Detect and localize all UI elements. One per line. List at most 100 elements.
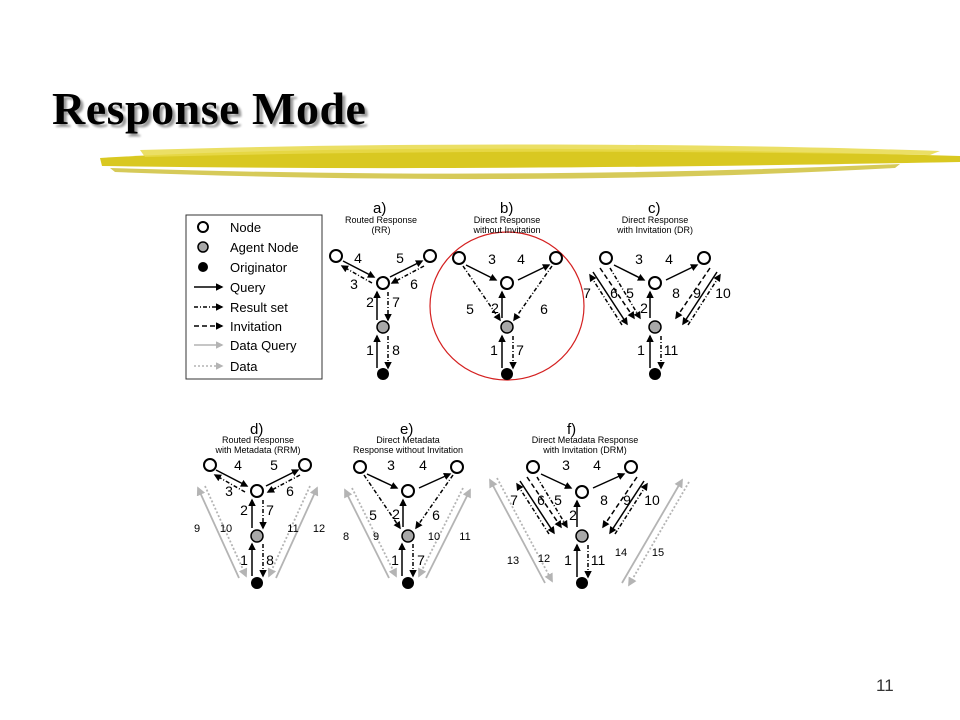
node <box>452 251 466 265</box>
message-arrow <box>204 485 248 578</box>
message-arrow <box>613 264 646 281</box>
message-arrow <box>489 478 546 584</box>
message-arrow <box>614 482 648 535</box>
step-number-label: 9 <box>623 492 631 508</box>
legend-item-invitation: Invitation <box>230 319 282 334</box>
step-number-label: 3 <box>488 251 496 267</box>
step-number-label: 10 <box>644 492 660 508</box>
step-number-label: 7 <box>392 294 400 310</box>
step-number-label: 3 <box>225 483 233 499</box>
step-number-label: 4 <box>234 457 242 473</box>
step-number-label: 7 <box>510 492 518 508</box>
step-number-label: 6 <box>432 507 440 523</box>
node <box>401 484 415 498</box>
step-number-label: 6 <box>537 492 545 508</box>
step-number-label: 11 <box>664 342 679 358</box>
agent-node <box>575 529 589 543</box>
node <box>203 458 217 472</box>
step-number-label: 8 <box>600 492 608 508</box>
message-arrow <box>602 476 638 529</box>
slide-title: Response Mode <box>52 83 367 134</box>
panel-f-caption-line1: Direct Metadata Response <box>532 435 639 445</box>
agent-node <box>648 320 662 334</box>
message-arrow <box>526 476 562 529</box>
legend-item-data: Data <box>230 359 258 374</box>
originator-node <box>251 577 263 589</box>
panel-d-caption-line2: with Metadata (RRM) <box>214 445 300 455</box>
panel-f: f) Direct Metadata Response with Invitat… <box>489 421 690 589</box>
step-number-label: 6 <box>410 276 418 292</box>
step-number-label: 5 <box>396 250 404 266</box>
step-number-label: 10 <box>715 285 731 301</box>
message-arrow <box>213 474 246 493</box>
node <box>697 251 711 265</box>
originator-node <box>377 368 389 380</box>
node <box>500 276 514 290</box>
legend-item-query: Query <box>230 280 266 295</box>
message-arrow <box>687 273 721 326</box>
node <box>549 251 563 265</box>
panel-e-caption-line1: Direct Metadata <box>376 435 440 445</box>
message-arrow <box>589 273 623 326</box>
step-number-label: 8 <box>343 531 349 543</box>
node <box>329 249 343 263</box>
node <box>450 460 464 474</box>
step-number-label: 2 <box>366 294 374 310</box>
step-number-label: 3 <box>350 276 358 292</box>
panel-c: c) Direct Response with Invitation (DR) … <box>583 200 731 380</box>
message-arrow <box>496 477 553 583</box>
panel-d-caption-line1: Routed Response <box>222 435 294 445</box>
agent-node <box>376 320 390 334</box>
legend-originator-icon <box>198 262 208 272</box>
step-number-label: 10 <box>428 531 440 543</box>
originator-node <box>501 368 513 380</box>
step-number-label: 7 <box>516 342 524 358</box>
step-number-label: 5 <box>626 285 634 301</box>
originator-node <box>649 368 661 380</box>
message-arrow <box>592 473 626 489</box>
step-number-label: 5 <box>369 507 377 523</box>
node <box>423 249 437 263</box>
panel-a-letter: a) <box>373 200 386 217</box>
step-number-label: 10 <box>220 523 232 535</box>
legend-item-node: Node <box>230 220 261 235</box>
step-number-label: 1 <box>240 552 248 568</box>
message-arrow <box>609 267 641 320</box>
message-arrow <box>592 271 628 326</box>
message-arrow <box>609 480 645 535</box>
node <box>250 484 264 498</box>
legend: Node Agent Node Originator Query Result … <box>185 214 323 380</box>
message-arrow <box>275 486 319 579</box>
legend-item-data-query: Data Query <box>230 338 297 353</box>
node <box>526 460 540 474</box>
step-number-label: 8 <box>672 285 680 301</box>
legend-item-agent-node: Agent Node <box>230 240 299 255</box>
page-number: 11 <box>876 676 894 695</box>
step-number-label: 1 <box>564 552 572 568</box>
step-number-label: 5 <box>270 457 278 473</box>
panel-f-caption-line2: with Invitation (DRM) <box>542 445 627 455</box>
step-number-label: 1 <box>637 342 645 358</box>
step-number-label: 6 <box>540 301 548 317</box>
step-number-label: 12 <box>538 553 550 565</box>
message-arrow <box>415 474 454 530</box>
agent-node <box>401 529 415 543</box>
node <box>353 460 367 474</box>
panel-c-caption-line1: Direct Response <box>622 215 689 225</box>
message-arrow <box>340 265 373 284</box>
step-number-label: 3 <box>387 457 395 473</box>
message-arrow <box>536 476 568 529</box>
step-number-label: 15 <box>652 547 664 559</box>
step-number-label: 7 <box>266 502 274 518</box>
legend-item-originator: Originator <box>230 260 288 275</box>
message-arrow <box>351 487 397 578</box>
panel-c-letter: c) <box>648 200 661 217</box>
step-number-label: 5 <box>554 492 562 508</box>
message-arrow <box>215 469 249 487</box>
message-arrow <box>462 265 501 322</box>
message-arrow <box>621 478 683 584</box>
step-number-label: 12 <box>313 523 325 535</box>
step-number-label: 2 <box>240 502 248 518</box>
